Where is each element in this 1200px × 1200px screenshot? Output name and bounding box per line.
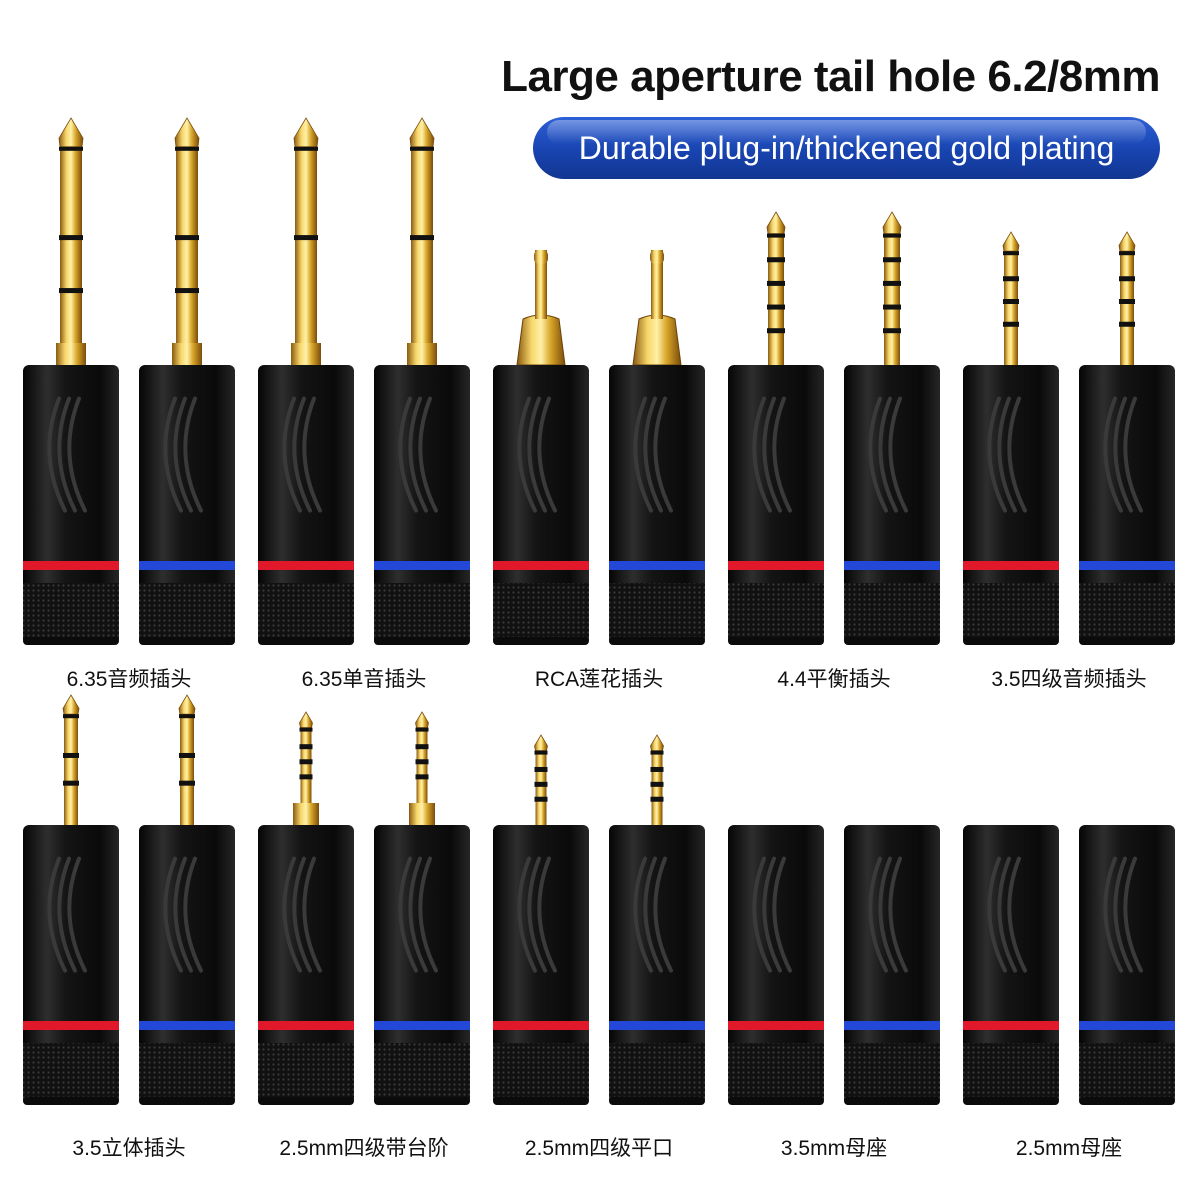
- jack35-stereo-connector-image: [139, 694, 235, 1105]
- jack44-connector-image: [844, 211, 940, 645]
- subtitle-banner: Durable plug-in/thickened gold plating: [533, 117, 1160, 179]
- rca-connector-image: [609, 250, 705, 645]
- jack35-stereo-connector-image: [23, 694, 119, 1105]
- product-label: 3.5mm母座: [780, 1137, 888, 1160]
- product-label: 3.5四级音频插头: [991, 668, 1147, 691]
- jack635-mono-connector-image: [374, 117, 470, 645]
- jack25-step-connector-image: [258, 711, 354, 1105]
- jack25-flat-connector-image: [609, 734, 705, 1105]
- product-label: 2.5mm四级带台阶: [279, 1137, 449, 1160]
- jack25-flat-connector-image: [493, 734, 589, 1105]
- page-title: Large aperture tail hole 6.2/8mm: [501, 52, 1160, 101]
- jack44-connector-image: [728, 211, 824, 645]
- female25-connector-image: [963, 825, 1059, 1105]
- product-label: 2.5mm母座: [1015, 1137, 1123, 1160]
- jack35-4pole-connector-image: [1079, 231, 1175, 645]
- jack635-mono-connector-image: [258, 117, 354, 645]
- product-label: 3.5立体插头: [72, 1137, 186, 1160]
- female35-connector-image: [728, 825, 824, 1105]
- product-label: 2.5mm四级平口: [524, 1137, 674, 1160]
- product-label: 4.4平衡插头: [777, 668, 891, 691]
- jack35-4pole-connector-image: [963, 231, 1059, 645]
- female35-connector-image: [844, 825, 940, 1105]
- jack25-step-connector-image: [374, 711, 470, 1105]
- jack635-stereo-connector-image: [23, 117, 119, 645]
- rca-connector-image: [493, 250, 589, 645]
- product-label: RCA莲花插头: [534, 668, 664, 691]
- jack635-stereo-connector-image: [139, 117, 235, 645]
- product-label: 6.35音频插头: [66, 668, 192, 691]
- female25-connector-image: [1079, 825, 1175, 1105]
- product-label: 6.35单音插头: [301, 668, 427, 691]
